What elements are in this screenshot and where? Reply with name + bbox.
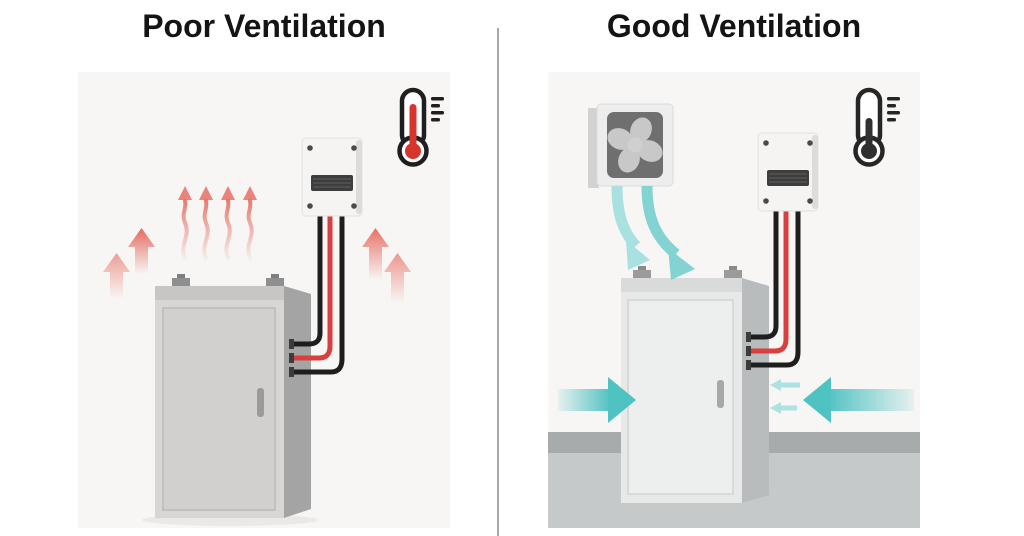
good-ventilation-title: Good Ventilation [606, 8, 862, 44]
airflow-arrow-icon [770, 379, 800, 414]
power-cables [293, 216, 345, 375]
inverter [757, 132, 819, 212]
heat-wavy-arrow-icon [221, 186, 235, 260]
power-cables [750, 211, 801, 368]
fan-airflow-arrow-icon [611, 185, 695, 280]
cable-connectors [289, 339, 294, 377]
heat-wavy-arrow-icon [243, 186, 257, 260]
battery-cabinet [621, 266, 769, 503]
cabinet-top [155, 286, 284, 300]
airflow-arrow-icon [558, 377, 636, 423]
cabinet-door-handle [257, 388, 264, 417]
inverter [301, 137, 363, 217]
poor-ventilation-title: Poor Ventilation [142, 8, 386, 44]
cabinet-top [621, 278, 742, 292]
cabinet-door [162, 307, 276, 511]
heat-block-arrow-icon [128, 228, 155, 274]
heat-block-arrow-icon [384, 253, 411, 303]
cabinet-terminal [266, 274, 284, 288]
battery-cabinet [155, 274, 311, 518]
panel-divider [497, 28, 499, 536]
fan-blades [607, 117, 663, 173]
airflow-arrow-icon [803, 377, 914, 423]
poor-ventilation-illustration [103, 87, 444, 526]
heat-wavy-arrow-icon [199, 186, 213, 260]
cabinet-terminal [633, 266, 651, 280]
cabinet-terminal [172, 274, 190, 288]
cabinet-side [284, 286, 311, 518]
exhaust-fan-icon [588, 103, 674, 188]
poor-ventilation-panel [78, 72, 450, 528]
cabinet-terminal [724, 266, 742, 280]
cable-connectors [746, 332, 751, 370]
good-ventilation-illustration [548, 87, 920, 528]
good-ventilation-panel [548, 72, 920, 528]
thermometer-cool-icon [853, 87, 900, 167]
heat-block-arrow-icon [362, 228, 389, 280]
cabinet-door-handle [717, 380, 724, 408]
cabinet-side [742, 278, 769, 503]
heat-wavy-arrow-icon [178, 186, 192, 260]
thermometer-hot-icon [397, 87, 444, 167]
heat-block-arrow-icon [103, 253, 130, 299]
